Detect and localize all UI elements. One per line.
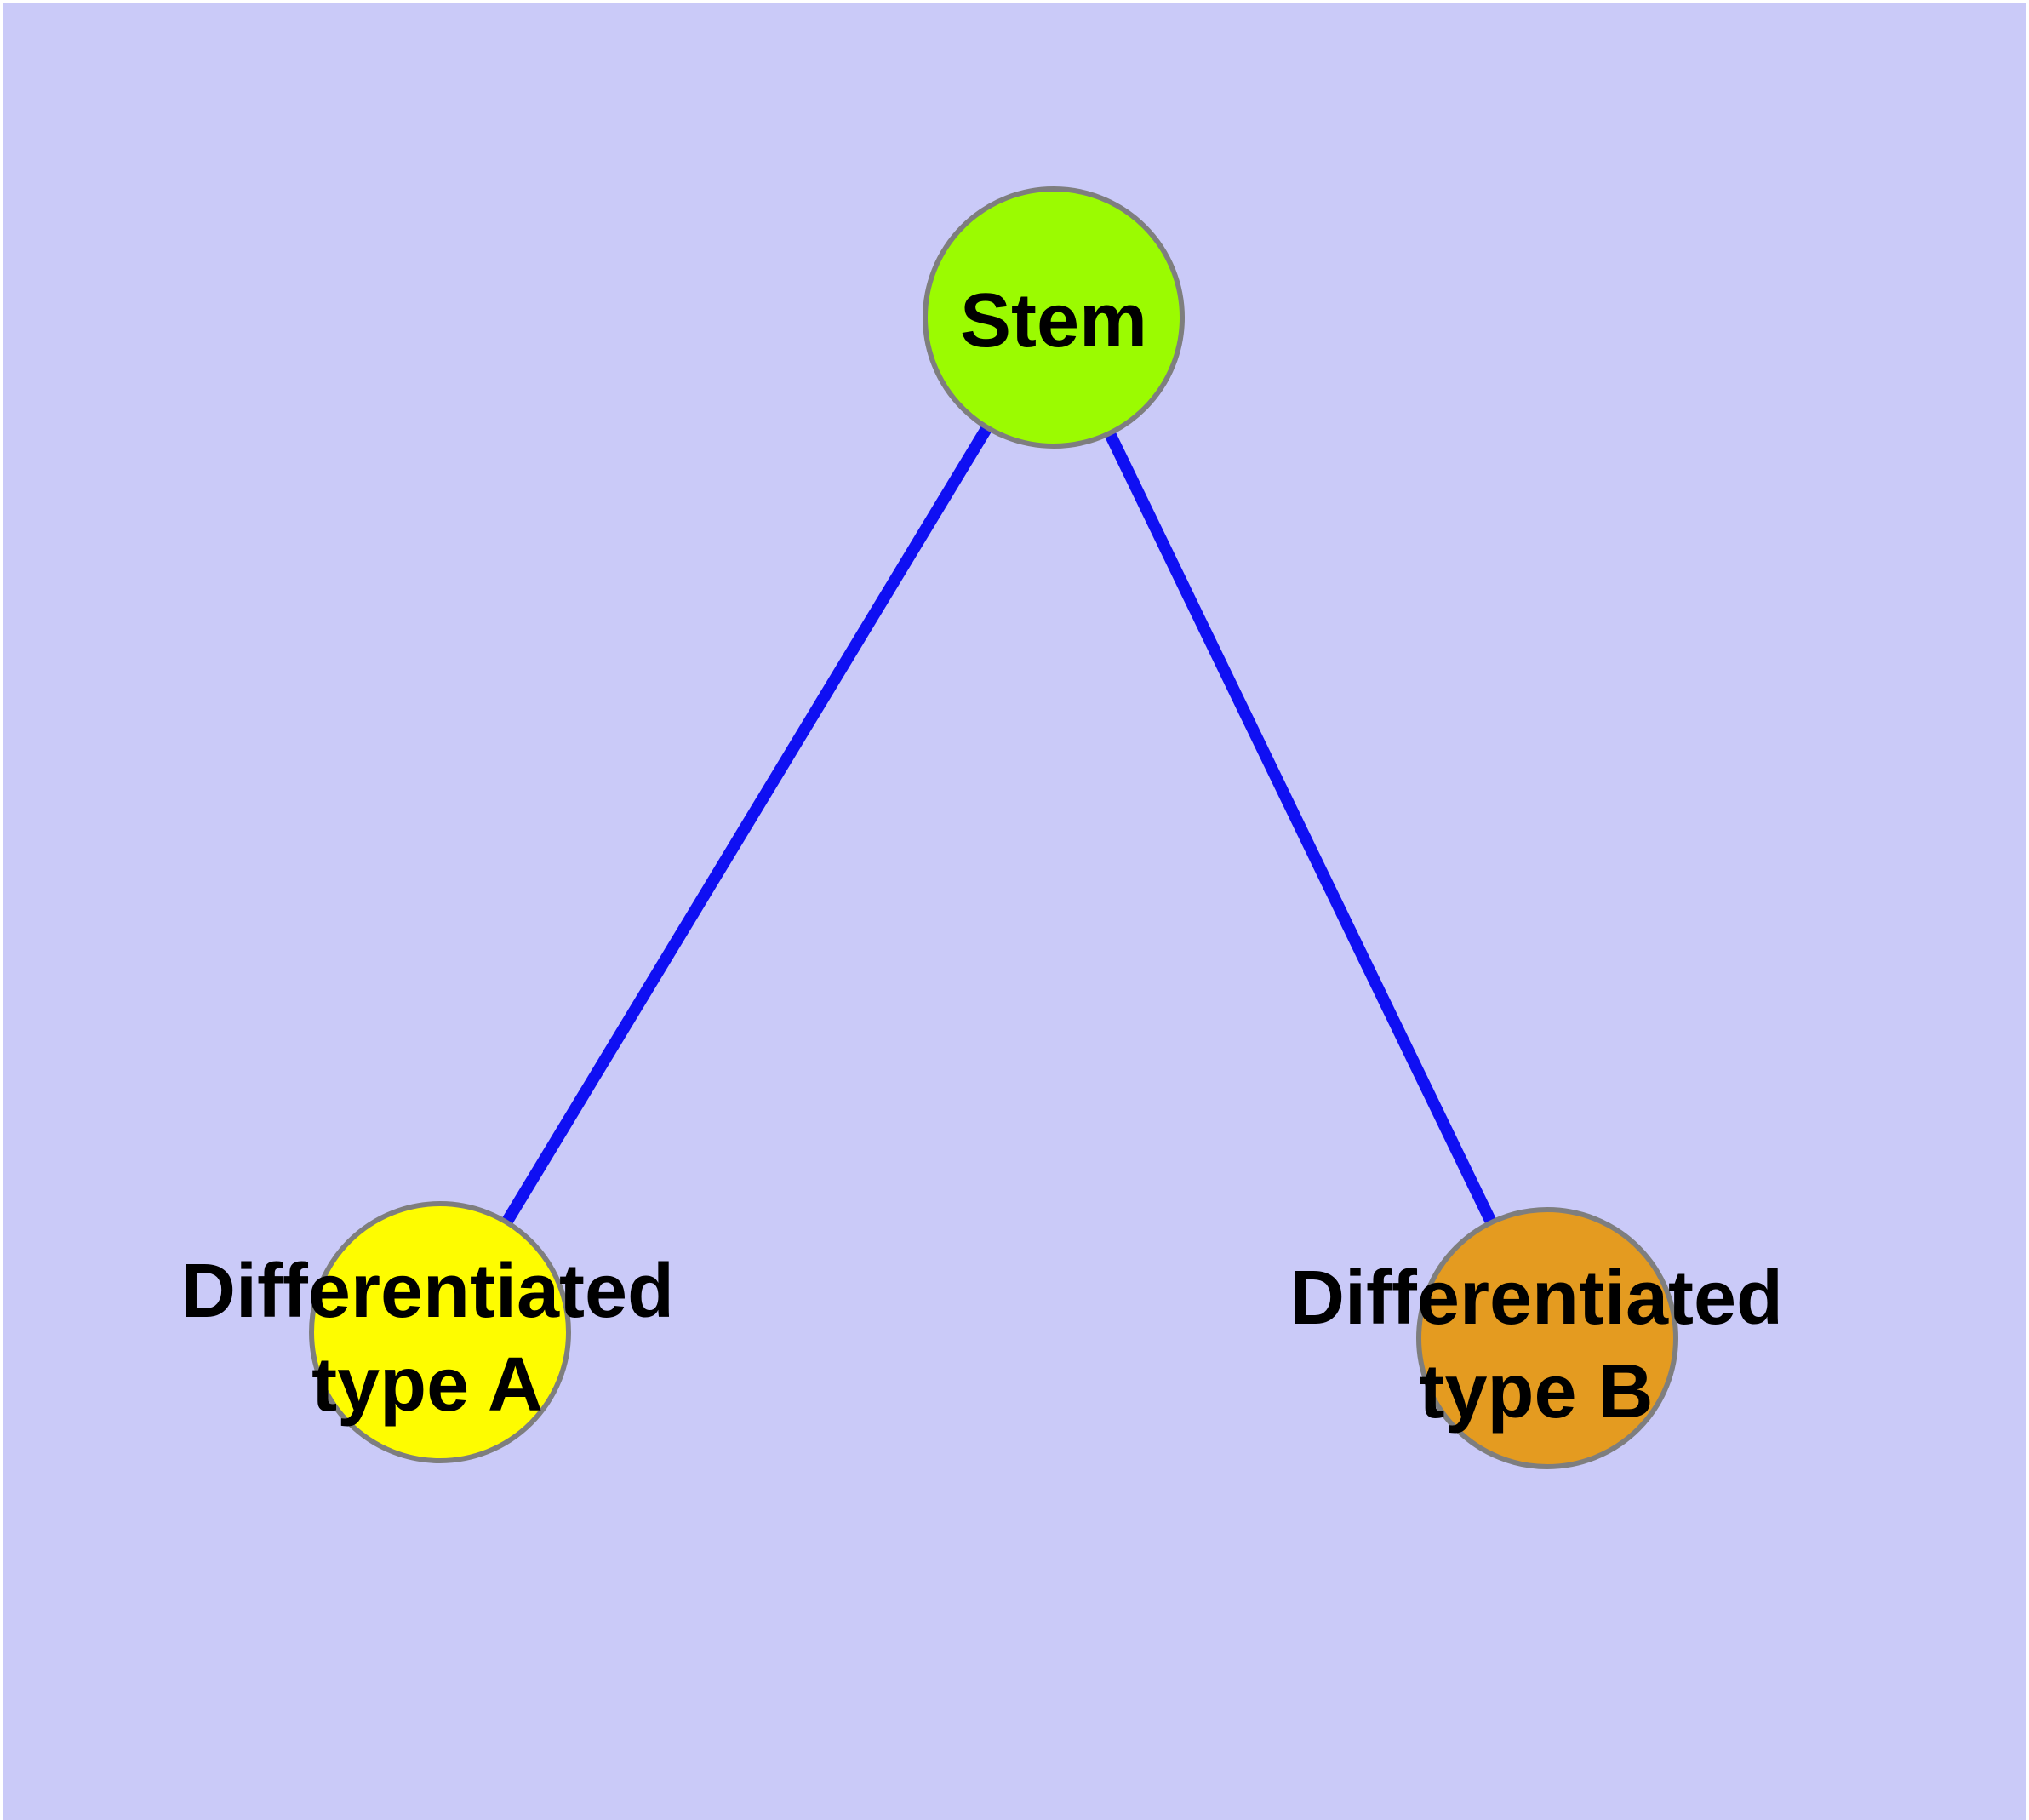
node-type-a xyxy=(309,1201,571,1463)
edge-stem-to-type-b xyxy=(1048,314,1553,1342)
node-type-b-label-line2: type B xyxy=(1419,1349,1653,1434)
node-type-a-label-line1: Differentiated xyxy=(180,1249,674,1334)
edge-stem-to-type-a xyxy=(435,314,1059,1336)
node-type-a-label-line2: type A xyxy=(311,1342,543,1428)
node-stem-label: Stem xyxy=(960,278,1147,363)
node-type-b xyxy=(1416,1207,1678,1469)
node-stem xyxy=(923,186,1185,449)
node-type-b-label-line1: Differentiated xyxy=(1289,1256,1783,1341)
